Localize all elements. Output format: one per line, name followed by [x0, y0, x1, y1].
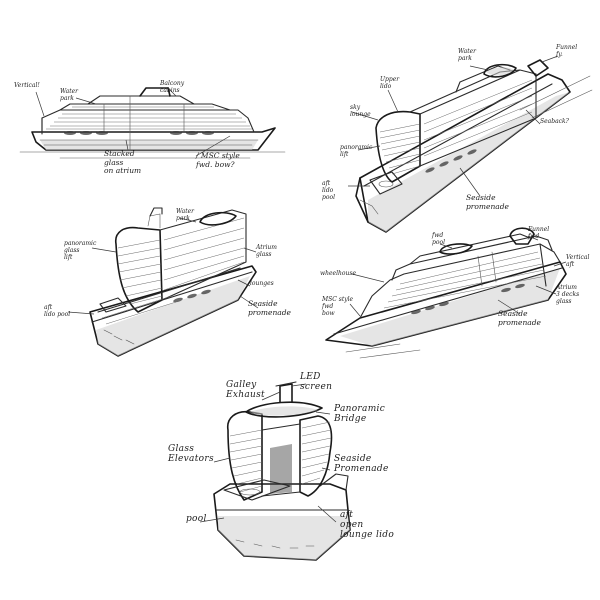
note-balcony-cabins: Balcony cabins: [160, 80, 185, 94]
note-funnel-2: Funnel fy.: [556, 44, 578, 58]
note-vertical: Vertical!: [14, 82, 40, 89]
ship-perspective-aft: [348, 55, 593, 233]
note-stacked-glass: Stacked glass on atrium: [104, 149, 142, 175]
ship-perspective-stern-tower: [67, 207, 259, 357]
note-seaside-promenade-3: Seaside promenade: [248, 299, 291, 317]
note-funnel-4: Funnel fwd.: [528, 226, 550, 240]
note-panoramic-lift: panoramic lift: [340, 144, 373, 158]
note-fwd-pool: fwd pool: [432, 232, 445, 246]
note-wheelhouse: wheelhouse: [320, 270, 356, 277]
note-seaside-promenade-4: Seaside promenade: [498, 309, 541, 327]
note-aft-lido-pool-2: aft lido pool: [322, 180, 335, 201]
note-upper-lido: Upper lido: [380, 76, 400, 90]
note-water-park: Water park: [60, 88, 79, 102]
note-sky-lounge: sky lounge: [350, 104, 371, 118]
ship-perspective-bow: [325, 227, 567, 359]
note-led-screen: LED screen: [300, 372, 333, 392]
note-lounges: lounges: [250, 280, 274, 287]
note-msc-style-bow: MSC style fwd bow: [322, 296, 354, 317]
ship-aft-closeup: [199, 381, 351, 561]
note-atrium-glass-4: Atrium 3 decks glass: [556, 284, 580, 305]
note-atrium-glass-3: Atrium glass: [256, 244, 277, 258]
note-pool: pool: [186, 514, 207, 524]
note-aft-lido-pool-3: aft lido pool: [44, 304, 71, 318]
note-glass-elevators: Glass Elevators: [168, 444, 214, 464]
note-msc-bow: / MSC style fwd. bow?: [196, 151, 240, 169]
ship-side-elevation: [19, 87, 286, 159]
note-panoramic-bridge: Panoramic Bridge: [334, 404, 386, 424]
note-panoramic-glass-lift: panoramic glass lift: [64, 240, 97, 261]
note-aft-open-lounge: aft open lounge lido: [340, 510, 395, 540]
note-seaback: Seaback?: [540, 118, 569, 125]
note-water-park-3: Water park: [176, 208, 195, 222]
note-vertical-aft: Vertical aft: [566, 254, 590, 268]
note-seaside-promenade-5: Seaside Promenade: [334, 454, 389, 474]
note-seaside-promenade-2: Seaside promenade: [466, 193, 509, 211]
note-galley-exhaust: Galley Exhaust: [226, 380, 265, 400]
note-water-park-2: Water park: [458, 48, 477, 62]
